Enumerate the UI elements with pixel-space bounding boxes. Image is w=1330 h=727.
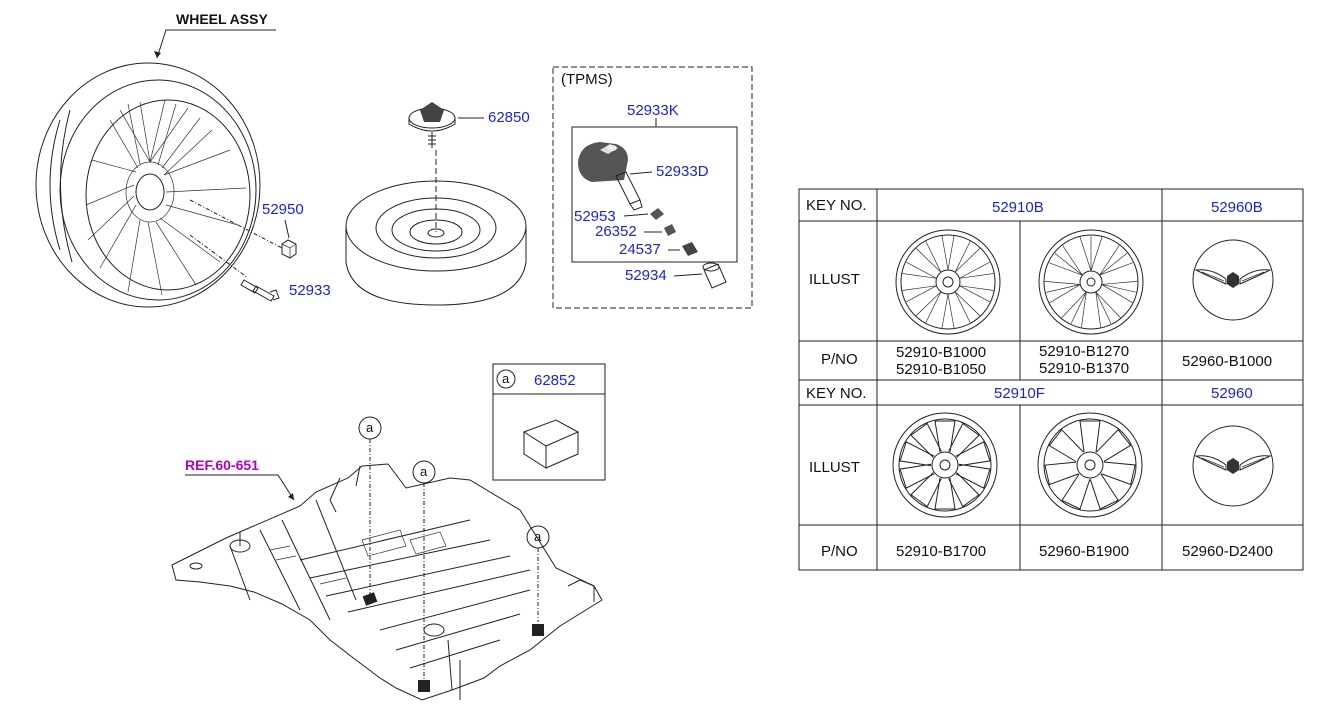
wheel-illust-52910F-2: [1037, 412, 1143, 518]
part-label-52934: 52934: [625, 267, 667, 284]
table-pn-52910-B1000: 52910-B1000: [896, 344, 986, 361]
table-key-52960: 52960: [1211, 385, 1253, 402]
table-pn-52910-B1050: 52910-B1050: [896, 361, 986, 378]
table-key-label-2: KEY NO.: [806, 385, 867, 402]
wheel-assy-leader: [156, 29, 276, 59]
pad-62852: [522, 419, 580, 469]
table-pn-52960-D2400: 52960-D2400: [1182, 543, 1273, 560]
part-label-62850: 62850: [488, 109, 530, 126]
callout-a-3: a: [534, 529, 542, 544]
part-label-52953: 52953: [574, 208, 616, 225]
pad-1: [362, 592, 378, 606]
pad-2: [418, 680, 430, 692]
callout-a-box: a: [502, 371, 510, 386]
pad-3: [532, 624, 544, 636]
part-label-24537: 24537: [619, 241, 661, 258]
valve-52933D: 52933D: [615, 163, 709, 211]
table-pn-52910-B1700: 52910-B1700: [896, 543, 986, 560]
table-pn-52910-B1370: 52910-B1370: [1039, 360, 1129, 377]
table-pn-52960-B1900: 52960-B1900: [1039, 543, 1129, 560]
nut-52950: 52950: [189, 199, 304, 259]
valve-52933: 52933: [189, 234, 331, 302]
tpms-sensor: [578, 142, 628, 182]
tpms-group: (TPMS) 52933K 52933D 52953 26352: [552, 66, 753, 309]
callout-a-2: a: [420, 464, 428, 479]
part-label-52933D: 52933D: [656, 163, 709, 180]
part-label-52933K: 52933K: [627, 102, 679, 119]
table-key-52910F: 52910F: [994, 385, 1045, 402]
floor-panel: [171, 463, 603, 701]
wheel-illustration: [35, 62, 261, 308]
tpms-title: (TPMS): [561, 71, 613, 88]
wheel-assy-arrow: [154, 51, 161, 58]
part-52953: 52953: [574, 208, 664, 225]
table-illust-label-2: ILLUST: [809, 459, 860, 476]
wheel-assy-title: WHEEL ASSY: [176, 11, 268, 27]
table-pn-52960-B1000: 52960-B1000: [1182, 353, 1272, 370]
spare-tire-group: 62850: [345, 102, 530, 306]
part-label-62852: 62852: [534, 372, 576, 389]
part-26352: 26352: [595, 223, 676, 240]
table-key-label-1: KEY NO.: [806, 197, 867, 214]
parts-table: KEY NO. 52910B 52960B ILLUST: [798, 188, 1304, 571]
table-pno-label-1: P/NO: [821, 351, 858, 368]
floor-panel-group: REF.60-651 a a a: [171, 416, 603, 701]
part-label-52933: 52933: [289, 282, 331, 299]
callout-box-62852: a 62852: [492, 363, 606, 481]
cap-illust-52960B: [1192, 239, 1274, 321]
wheel-assy-group: WHEEL ASSY 52950: [35, 11, 331, 308]
table-illust-label-1: ILLUST: [809, 271, 860, 288]
part-label-52950: 52950: [262, 201, 304, 218]
table-key-52910B: 52910B: [992, 199, 1044, 216]
bolt-62850: 62850: [408, 102, 530, 232]
cap-52934: 52934: [625, 262, 727, 289]
cap-illust-52960: [1192, 425, 1274, 507]
part-label-26352: 26352: [595, 223, 637, 240]
ref-label: REF.60-651: [185, 457, 259, 473]
part-24537: 24537: [619, 241, 698, 258]
wheel-illust-52910B-2: [1038, 229, 1144, 335]
table-pno-label-2: P/NO: [821, 543, 858, 560]
callout-a-1: a: [366, 420, 374, 435]
wheel-illust-52910F-1: [892, 412, 998, 518]
tpms-inner-frame: [571, 126, 738, 263]
spare-tire: [345, 180, 527, 306]
table-key-52960B: 52960B: [1211, 199, 1263, 216]
wheel-illust-52910B-1: [895, 229, 1001, 335]
table-pn-52910-B1270: 52910-B1270: [1039, 343, 1129, 360]
tpms-frame: [552, 66, 753, 309]
